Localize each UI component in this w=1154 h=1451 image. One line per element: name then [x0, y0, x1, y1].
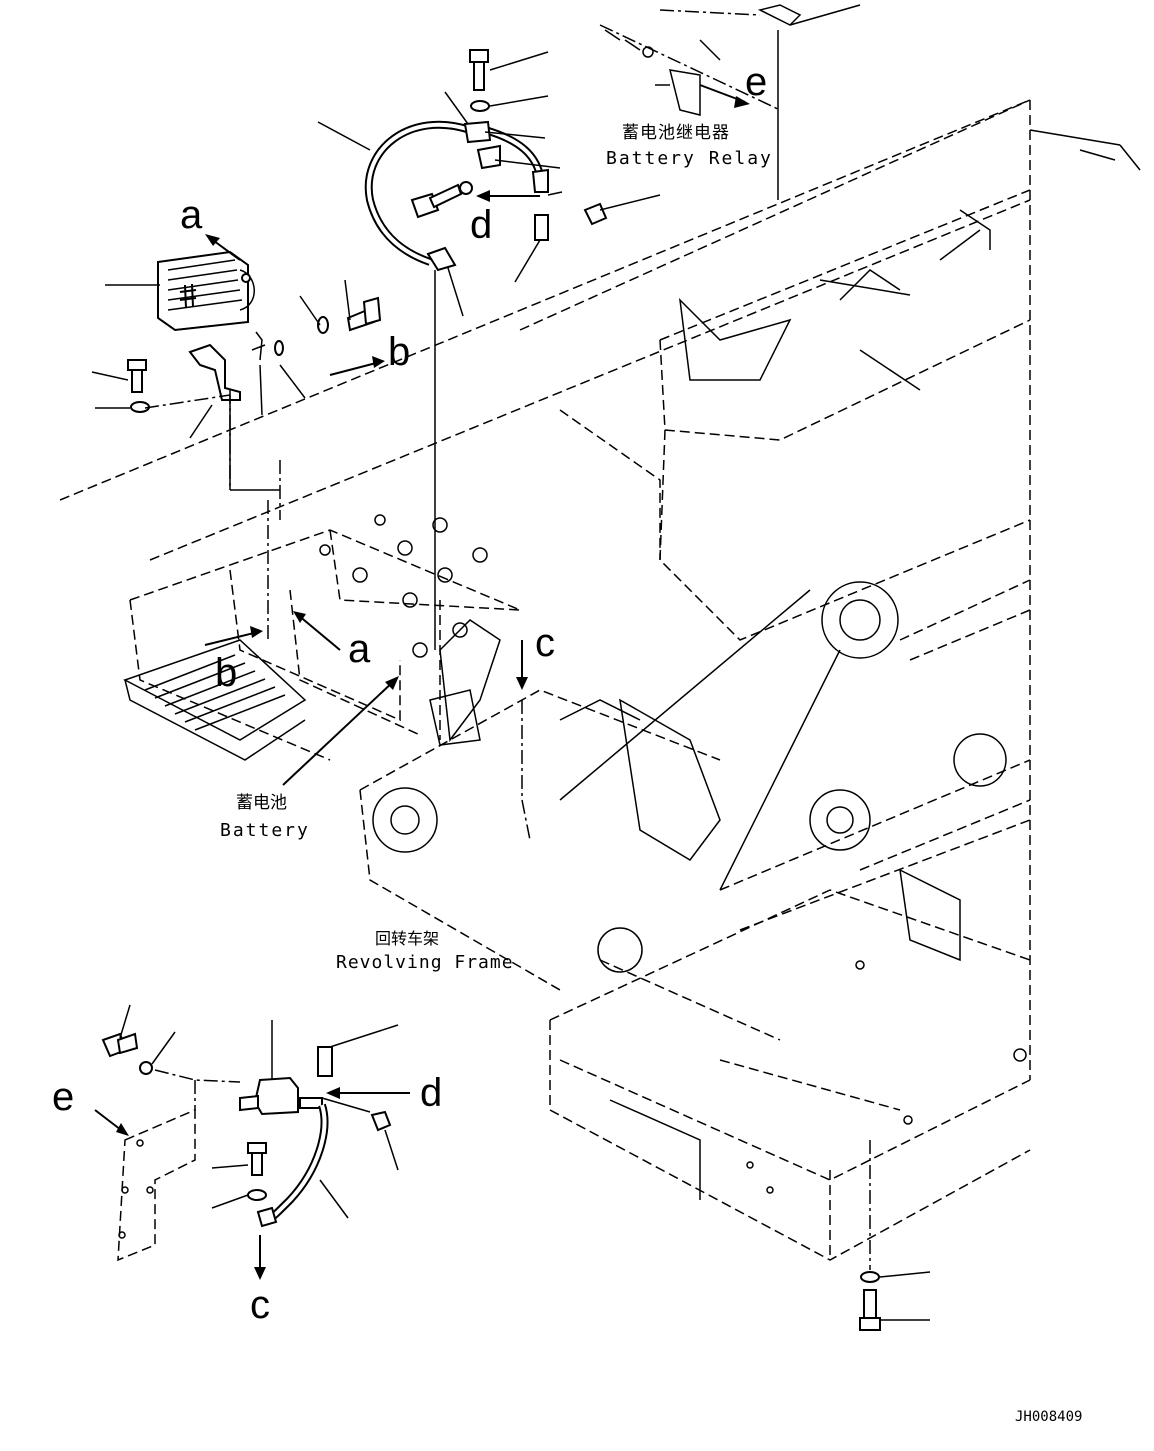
- upper-right-components: [559, 129, 1141, 861]
- ref-letter-e-bottom: e: [52, 1075, 74, 1119]
- horn-bracket: [127, 343, 281, 640]
- battery-box: [123, 514, 521, 761]
- ref-letter-a-mid: a: [348, 627, 371, 671]
- ref-letter-c-mid: c: [535, 621, 555, 665]
- frame-bolt-bottom: [859, 1140, 931, 1331]
- ref-letter-e-top: e: [745, 60, 767, 104]
- battery-relay-label-en: Battery Relay: [606, 148, 773, 169]
- ref-letter-c-bottom: c: [250, 1283, 270, 1327]
- ref-letter-d-bottom: d: [420, 1071, 442, 1115]
- battery-label-en: Battery: [220, 820, 310, 841]
- ref-letter-d-top: d: [470, 203, 492, 247]
- battery-cable: [364, 120, 549, 272]
- revolving-frame-label-cn: 回转车架: [375, 929, 439, 948]
- boom-pivot: [559, 581, 899, 891]
- frame-main-beam: [59, 99, 1031, 1080]
- battery-relay-label-cn: 蓄电池继电器: [622, 123, 730, 143]
- revolving-frame-outline: [359, 689, 1031, 1261]
- revolving-frame-label-en: Revolving Frame: [336, 952, 514, 973]
- hardware-top: [251, 49, 608, 361]
- relay-detail-bottom: [101, 1004, 399, 1262]
- horn: [157, 250, 255, 332]
- ref-letter-b-mid: b: [215, 651, 237, 695]
- ref-letter-a-top: a: [180, 193, 203, 237]
- ref-letter-b-top: b: [388, 330, 410, 374]
- battery-relay-assembly: [599, 4, 802, 116]
- reference-arrows: [94, 84, 750, 1280]
- drawing-id: JH008409: [1015, 1409, 1082, 1425]
- battery-label-cn: 蓄电池: [236, 793, 287, 813]
- leader-lines: [91, 4, 861, 650]
